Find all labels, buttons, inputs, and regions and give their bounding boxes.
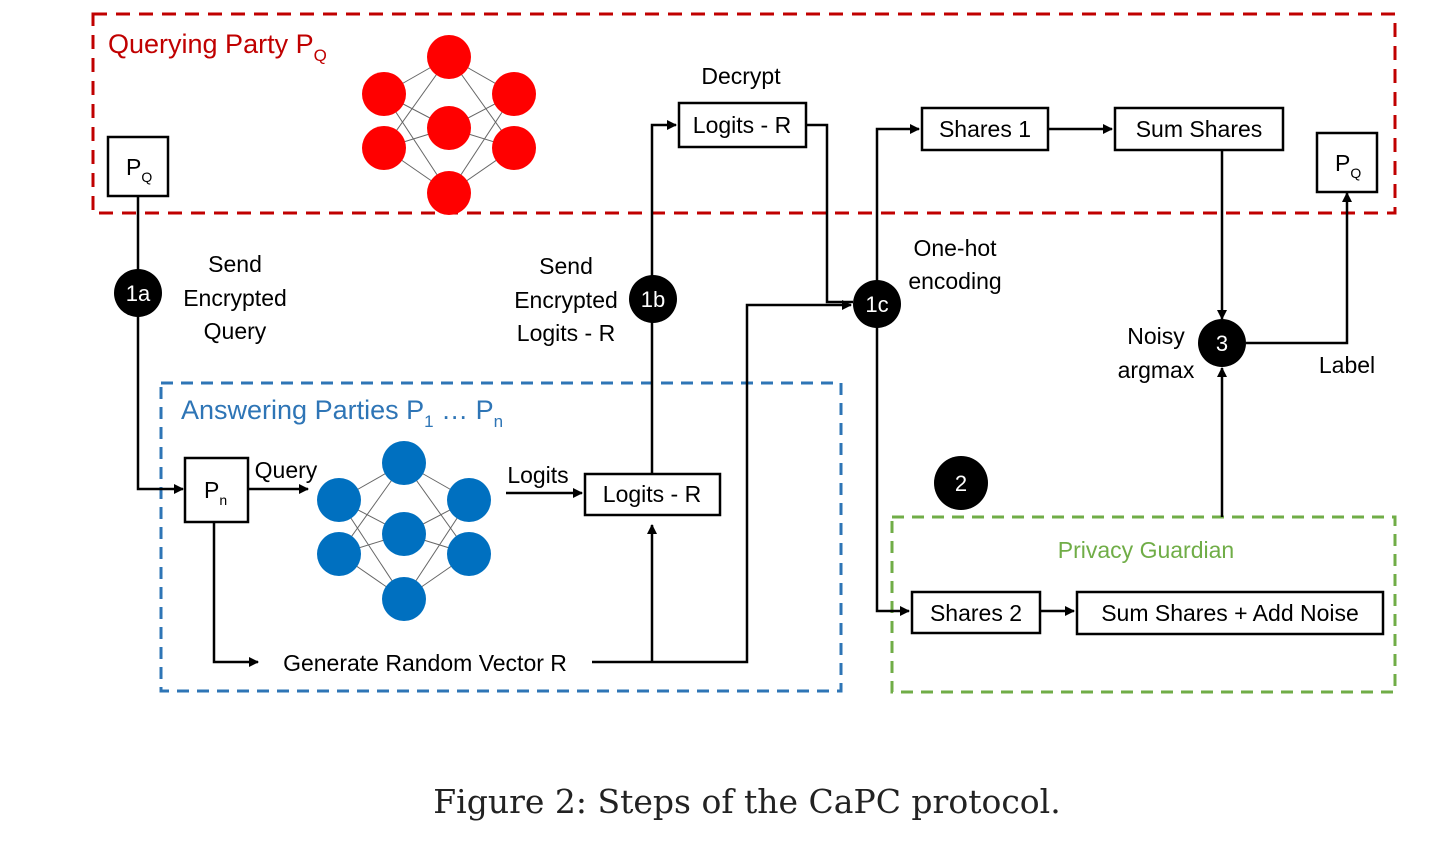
shares1-box: Shares 1	[920, 106, 1050, 152]
network-node	[317, 478, 361, 522]
to-random-vector-arrow	[212, 522, 259, 667]
figure-caption: Figure 2: Steps of the CaPC protocol.	[433, 782, 1060, 821]
step-1b-badge: 1b	[629, 275, 677, 323]
network-node	[362, 126, 406, 170]
svg-text:Logits - R: Logits - R	[517, 320, 615, 346]
step-3-badge: 3	[1198, 319, 1246, 367]
svg-text:Noisy: Noisy	[1127, 323, 1185, 349]
query-label: Query	[255, 457, 318, 483]
privacy-guardian-frame	[890, 515, 1397, 694]
label-text: Label	[1319, 352, 1375, 378]
decrypted-to-1c-line	[806, 123, 853, 304]
network-node	[427, 35, 471, 79]
pn-text: Pn	[204, 477, 227, 508]
svg-text:3: 3	[1216, 331, 1228, 356]
network-node	[362, 72, 406, 116]
svg-text:1b: 1b	[641, 287, 665, 312]
logits-label: Logits	[507, 462, 568, 488]
network-node	[427, 106, 471, 150]
sum-shares-box: Sum Shares	[1113, 106, 1285, 152]
connectors	[136, 120, 1352, 667]
svg-text:Send: Send	[208, 251, 262, 277]
pq-left-box: PQ	[106, 135, 170, 198]
answering-parties-label: Answering Parties P1 … Pn	[181, 395, 503, 431]
label-arrow	[1246, 192, 1352, 345]
random-vector-to-1c-arrow	[592, 300, 852, 664]
to-shares1-arrow	[875, 124, 920, 282]
svg-text:1a: 1a	[126, 281, 151, 306]
sum-shares-text: Sum Shares	[1136, 116, 1263, 142]
network-node	[382, 512, 426, 556]
svg-text:argmax: argmax	[1118, 357, 1195, 383]
network-node	[492, 72, 536, 116]
network-node	[447, 478, 491, 522]
logits-top-box: Logits - R	[677, 101, 808, 149]
step-2-badge: 2	[934, 456, 988, 510]
logits-top-text: Logits - R	[693, 112, 791, 138]
answering-parties-frame	[159, 381, 843, 693]
shares2-text: Shares 2	[930, 600, 1022, 626]
send-query-label: Send Encrypted Query	[183, 251, 287, 344]
shares2-box: Shares 2	[910, 590, 1042, 635]
pq-left-text: PQ	[126, 154, 152, 185]
svg-text:One-hot: One-hot	[913, 235, 997, 261]
querying-party-label: Querying Party PQ	[108, 29, 327, 65]
pn-box: Pn	[183, 456, 250, 524]
pq-right-text: PQ	[1335, 150, 1361, 181]
pq-right-box: PQ	[1315, 131, 1379, 194]
logits-bottom-text: Logits - R	[603, 481, 701, 507]
network-node	[447, 532, 491, 576]
step-1c-badge: 1c	[853, 280, 901, 328]
shares1-text: Shares 1	[939, 116, 1031, 142]
network-node	[382, 577, 426, 621]
onehot-label: One-hot encoding	[908, 235, 1001, 294]
noisy-argmax-label: Noisy argmax	[1118, 323, 1195, 383]
querying-model-network-icon	[362, 35, 536, 215]
svg-text:encoding: encoding	[908, 268, 1001, 294]
svg-text:Send: Send	[539, 253, 593, 279]
sum-noise-box: Sum Shares + Add Noise	[1075, 590, 1385, 636]
to-shares2-arrow	[875, 326, 910, 616]
querying-party-frame	[91, 12, 1397, 215]
svg-text:1c: 1c	[865, 292, 888, 317]
network-node	[492, 126, 536, 170]
send-logits-arrow	[650, 120, 677, 474]
sum-noise-text: Sum Shares + Add Noise	[1101, 600, 1359, 626]
network-node	[317, 532, 361, 576]
decrypt-label: Decrypt	[701, 63, 781, 89]
query-path-arrow	[136, 196, 184, 494]
step-1a-badge: 1a	[114, 269, 162, 317]
privacy-guardian-label: Privacy Guardian	[1058, 537, 1234, 563]
svg-text:Encrypted: Encrypted	[514, 287, 618, 313]
send-logits-label: Send Encrypted Logits - R	[514, 253, 618, 346]
logits-bottom-box: Logits - R	[583, 472, 722, 517]
svg-text:Encrypted: Encrypted	[183, 285, 287, 311]
random-vector-text: Generate Random Vector R	[283, 650, 567, 676]
answering-model-network-icon	[317, 441, 491, 621]
network-node	[427, 171, 471, 215]
network-node	[382, 441, 426, 485]
svg-text:Query: Query	[204, 318, 267, 344]
svg-text:2: 2	[955, 471, 967, 496]
